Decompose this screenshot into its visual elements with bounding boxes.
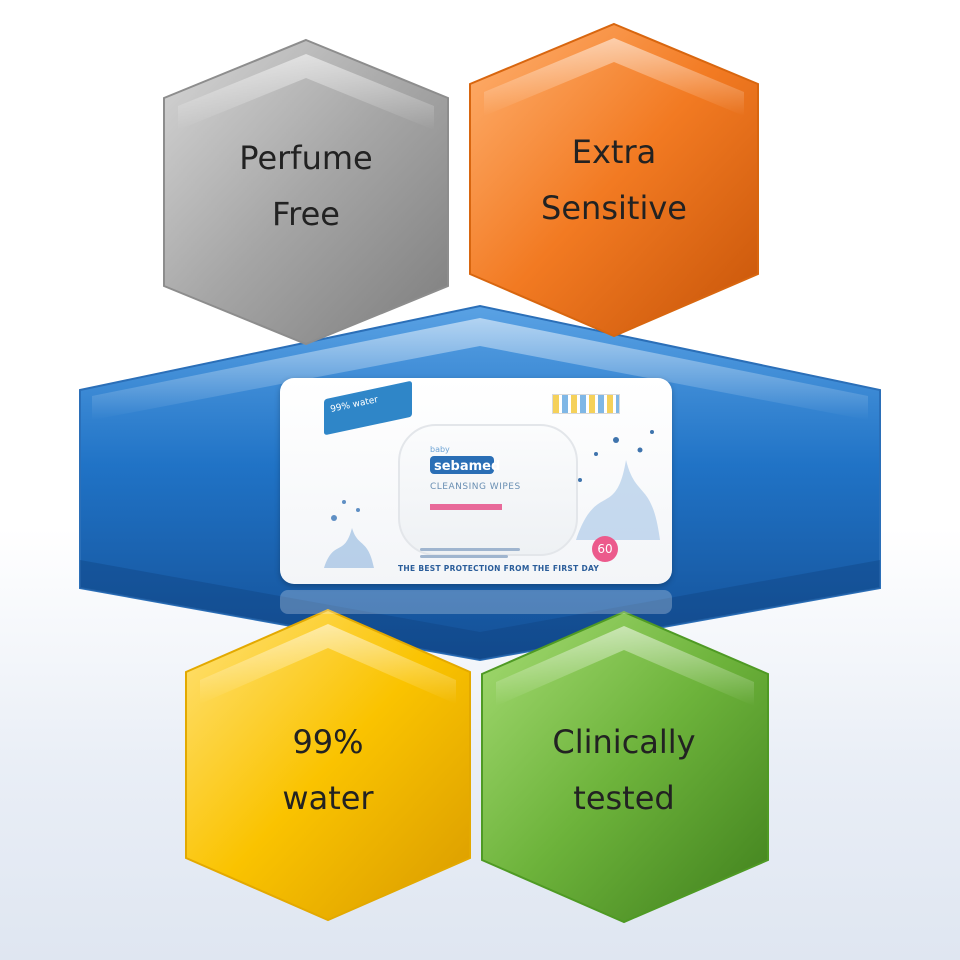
pack-reflection [280, 590, 672, 614]
pack-feature-lines [420, 544, 540, 562]
water-splash-right [576, 430, 660, 540]
svg-text:sebamed: sebamed [434, 459, 500, 474]
kids-illustration [552, 394, 620, 414]
svg-text:baby: baby [430, 445, 450, 454]
sebamed-logo: baby sebamed [430, 445, 500, 474]
hex-water [185, 608, 471, 922]
count-badge: 60 [592, 536, 618, 562]
label-water: 99% water [282, 723, 374, 817]
water-splash-left [324, 500, 374, 568]
pack-slogan: THE BEST PROTECTION FROM THE FIRST DAY [398, 564, 600, 573]
hex-extra-sensitive [469, 22, 759, 338]
product-pack-image: 99% water baby sebamed CLEANSING WIPES 6… [280, 378, 672, 584]
pink-stripe [430, 504, 502, 510]
label-clinically-tested: Clinically tested [552, 723, 696, 817]
label-extra-sensitive: Extra Sensitive [541, 133, 687, 227]
hex-perfume-free [163, 38, 449, 346]
hex-clinically-tested [481, 610, 769, 924]
product-name: CLEANSING WIPES [430, 482, 521, 492]
label-perfume-free: Perfume Free [239, 139, 373, 233]
